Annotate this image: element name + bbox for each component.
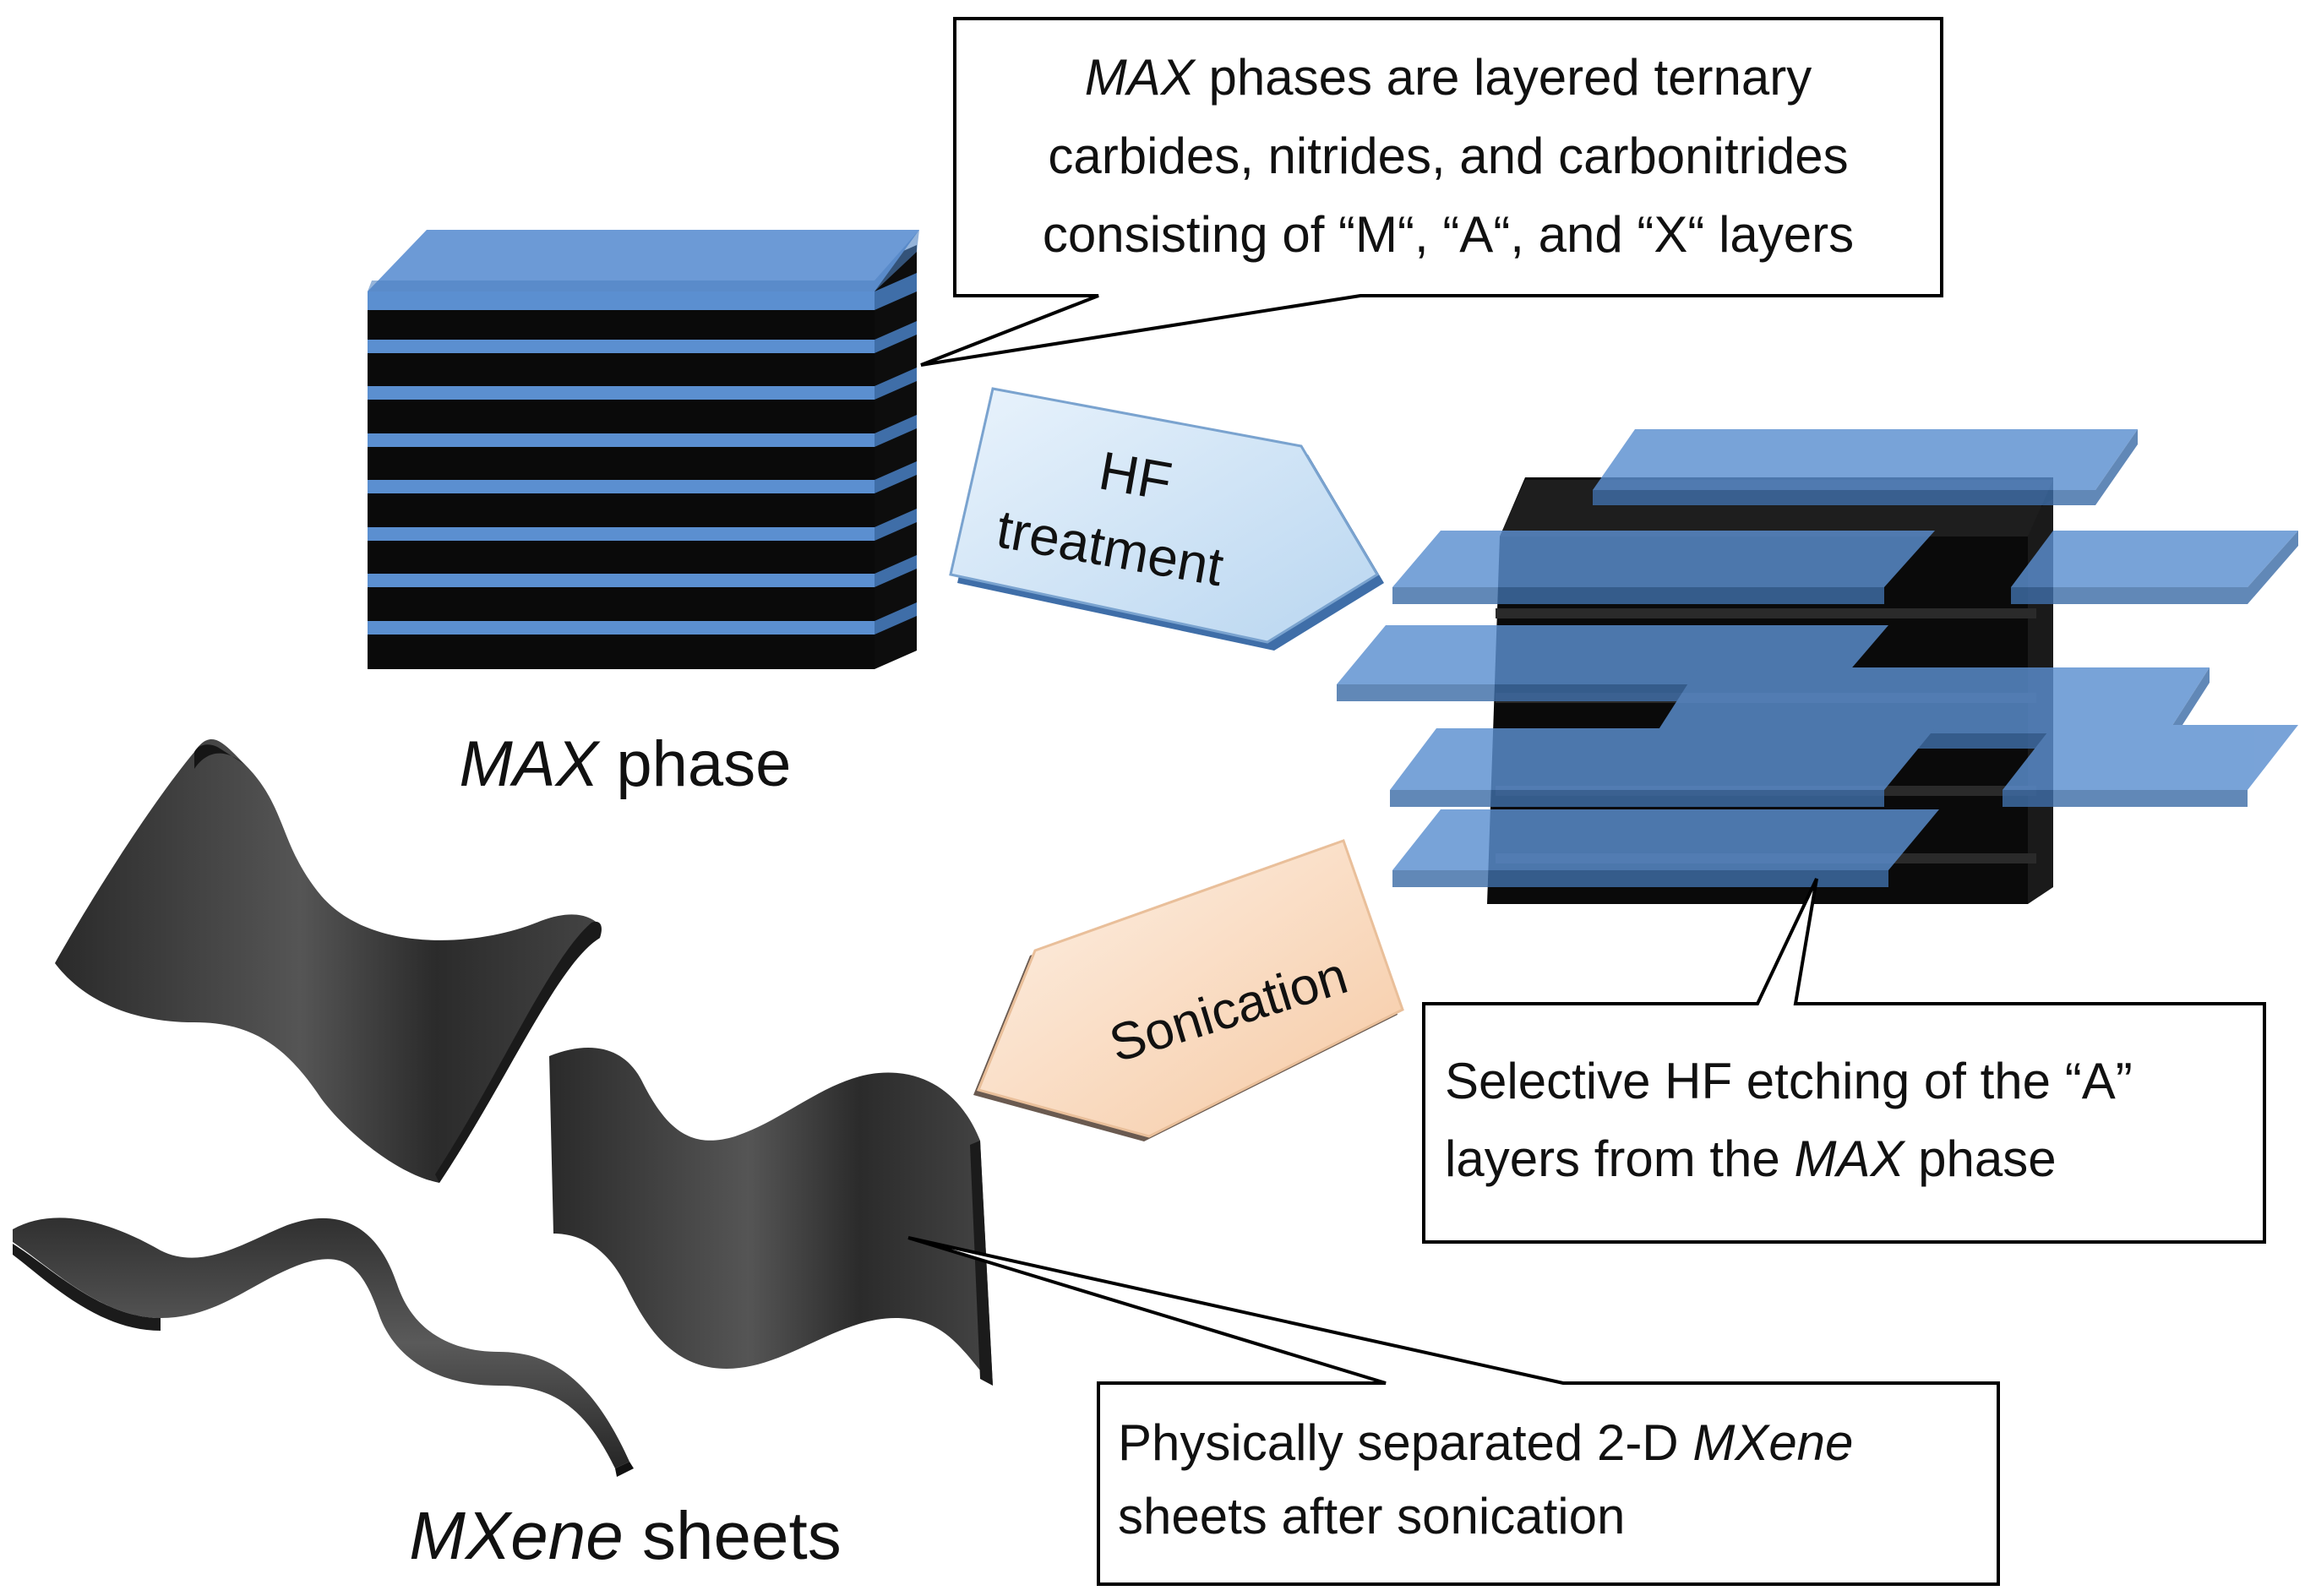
- max-description-line2: carbides, nitrides, and carbonitrides: [1048, 128, 1848, 184]
- max-description-callout: MAX phases are layered ternary carbides,…: [920, 17, 1943, 367]
- max-phase-label: MAX phase: [460, 728, 792, 800]
- etched-max-stack: [1337, 429, 2298, 904]
- sheets-line1: Physically separated 2-D MXene: [1118, 1414, 1853, 1471]
- mxene-sheet-bottom-left: [13, 1217, 634, 1477]
- hf-label: HF: [1095, 439, 1177, 512]
- max-description-line1: MAX phases are layered ternary: [1085, 49, 1812, 106]
- hf-treatment-arrow: HF treatment: [949, 387, 1384, 651]
- etching-line2: layers from the MAX phase: [1445, 1130, 2057, 1187]
- max-phase-stack: [368, 230, 919, 669]
- etching-line1: Selective HF etching of the “A”: [1445, 1053, 2133, 1109]
- max-description-line3: consisting of “M“, “A“, and “X“ layers: [1043, 206, 1854, 263]
- sheets-line2: sheets after sonication: [1118, 1488, 1625, 1544]
- mxene-sheet-right: [549, 1048, 993, 1386]
- mxene-sheets-label: MXene sheets: [409, 1498, 841, 1573]
- mxene-sheet-top-left: [55, 738, 602, 1183]
- sheets-callout: Physically separated 2-D MXene sheets af…: [907, 1236, 2000, 1586]
- etching-callout: Selective HF etching of the “A” layers f…: [1422, 878, 2266, 1244]
- sonication-arrow: Sonication: [973, 839, 1404, 1141]
